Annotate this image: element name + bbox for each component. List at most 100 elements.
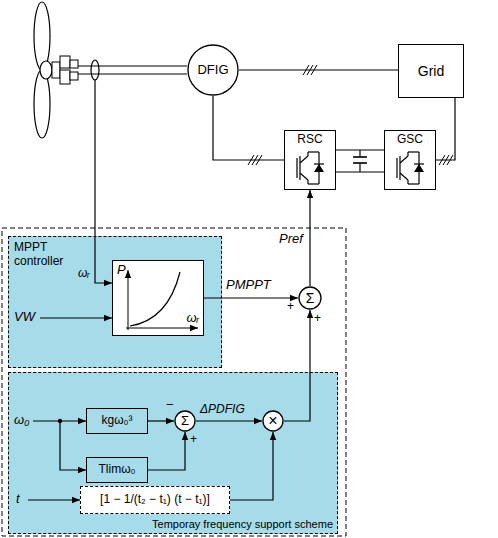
shaft-coupling	[52, 62, 60, 78]
support-panel: Temporay frequency support scheme kgω₀³ Tl…	[8, 372, 338, 534]
igbt-gate	[296, 158, 297, 178]
diode-bar	[414, 163, 424, 164]
circle-outline	[175, 411, 195, 431]
connector	[196, 420, 262, 421]
diode-lead	[308, 151, 319, 152]
connector	[230, 432, 273, 500]
connector	[148, 432, 185, 470]
node-text: MPPT controller	[14, 241, 76, 269]
speed-sensor	[91, 60, 99, 80]
gain-block: kgω₀³	[86, 408, 148, 434]
igbt-body	[299, 156, 300, 180]
signal-line	[95, 80, 112, 283]
diode-bar	[314, 163, 324, 164]
gearbox	[70, 60, 78, 68]
node-text: kgω₀³	[101, 414, 132, 428]
signal-line	[40, 317, 112, 318]
converter-box: RSC	[284, 130, 336, 190]
connector	[204, 297, 298, 298]
turbine-blade	[34, 70, 50, 138]
node-text: Grid	[418, 63, 444, 79]
box-fill	[80, 486, 230, 514]
node-text: GSC	[385, 133, 435, 147]
sign-mark: −	[166, 398, 174, 413]
diode-lead	[408, 183, 419, 184]
connector	[284, 310, 310, 421]
circle-outline	[263, 411, 283, 431]
gain-block: Tlimω₀	[86, 457, 148, 483]
node-text: Temporay frequency support scheme	[152, 518, 333, 531]
capacitor-lead	[359, 150, 360, 157]
node-text: ×	[268, 412, 277, 430]
signal-name: ωᵣ	[78, 267, 90, 281]
igbt-gate	[396, 158, 397, 178]
junction-dot	[58, 419, 62, 423]
node-text: P	[117, 263, 126, 278]
signal-name: ΔPDFIG	[200, 403, 245, 417]
converter-box: GSC	[384, 130, 436, 190]
connector	[148, 420, 174, 421]
node-text: DFIG	[197, 63, 228, 78]
signal-line	[28, 499, 80, 500]
controller-panel: MPPT controllerPωᵣ	[8, 236, 222, 368]
connector	[336, 149, 384, 150]
ramp-function-box: [1 − 1/(t₂ − t₁) (t − t₁)]	[80, 486, 230, 514]
diode-lead	[308, 183, 319, 184]
sign-mark: +	[314, 312, 321, 326]
diode-symbol	[314, 164, 324, 172]
igbt-collector	[307, 152, 308, 156]
control-frame	[2, 228, 346, 536]
igbt-emitter	[400, 173, 408, 180]
node-text: Σ	[181, 414, 189, 429]
igbt-collector	[300, 156, 308, 163]
signal-name: ω₀	[14, 413, 30, 428]
circle-outline	[299, 287, 321, 309]
connector	[309, 190, 310, 286]
panel-fill	[8, 372, 338, 534]
signal-line	[60, 421, 86, 470]
node-text: [1 − 1/(t₂ − t₁) (t − t₁)]	[100, 493, 210, 507]
signal-name: PMPPT	[226, 278, 271, 293]
sign-mark: +	[190, 433, 197, 447]
circle-outline	[188, 45, 238, 95]
capacitor-lead	[359, 163, 360, 172]
diode-symbol	[414, 164, 424, 172]
mppt-curve-box: Pωᵣ	[112, 260, 204, 336]
connector	[436, 98, 455, 160]
sign-mark: +	[287, 300, 294, 314]
igbt-emitter	[300, 173, 308, 180]
curve-axis	[126, 328, 198, 329]
drive-shaft	[78, 65, 187, 66]
multiplier: ×	[262, 410, 284, 432]
node-text: Tlimω₀	[98, 463, 135, 477]
generator-circle: DFIG	[187, 44, 239, 96]
turbine-hub	[40, 61, 52, 79]
connector	[213, 96, 284, 160]
signal-name: Pref	[279, 232, 303, 247]
node-text: RSC	[285, 133, 335, 147]
diode-lead	[408, 151, 419, 152]
connector	[239, 69, 398, 70]
node-text: ωᵣ	[186, 311, 199, 326]
grid-box: Grid	[398, 44, 464, 98]
summing-junction: Σ	[174, 410, 196, 432]
curve-axis	[128, 270, 129, 330]
gearbox	[70, 72, 78, 80]
box-fill	[112, 260, 204, 336]
connector-group	[148, 70, 455, 500]
igbt-collector	[400, 156, 408, 163]
signal-name: VW	[14, 310, 35, 325]
signal-name: t	[16, 492, 20, 507]
gearbox	[60, 56, 70, 68]
gearbox	[60, 70, 70, 84]
power-curve	[130, 272, 180, 326]
capacitor-plate	[353, 156, 367, 158]
igbt-body	[399, 156, 400, 180]
node-text: Σ	[306, 290, 315, 306]
panel-fill	[8, 236, 222, 368]
turbine-blade	[34, 2, 50, 70]
igbt-collector	[407, 152, 408, 156]
drive-shaft	[78, 73, 187, 74]
